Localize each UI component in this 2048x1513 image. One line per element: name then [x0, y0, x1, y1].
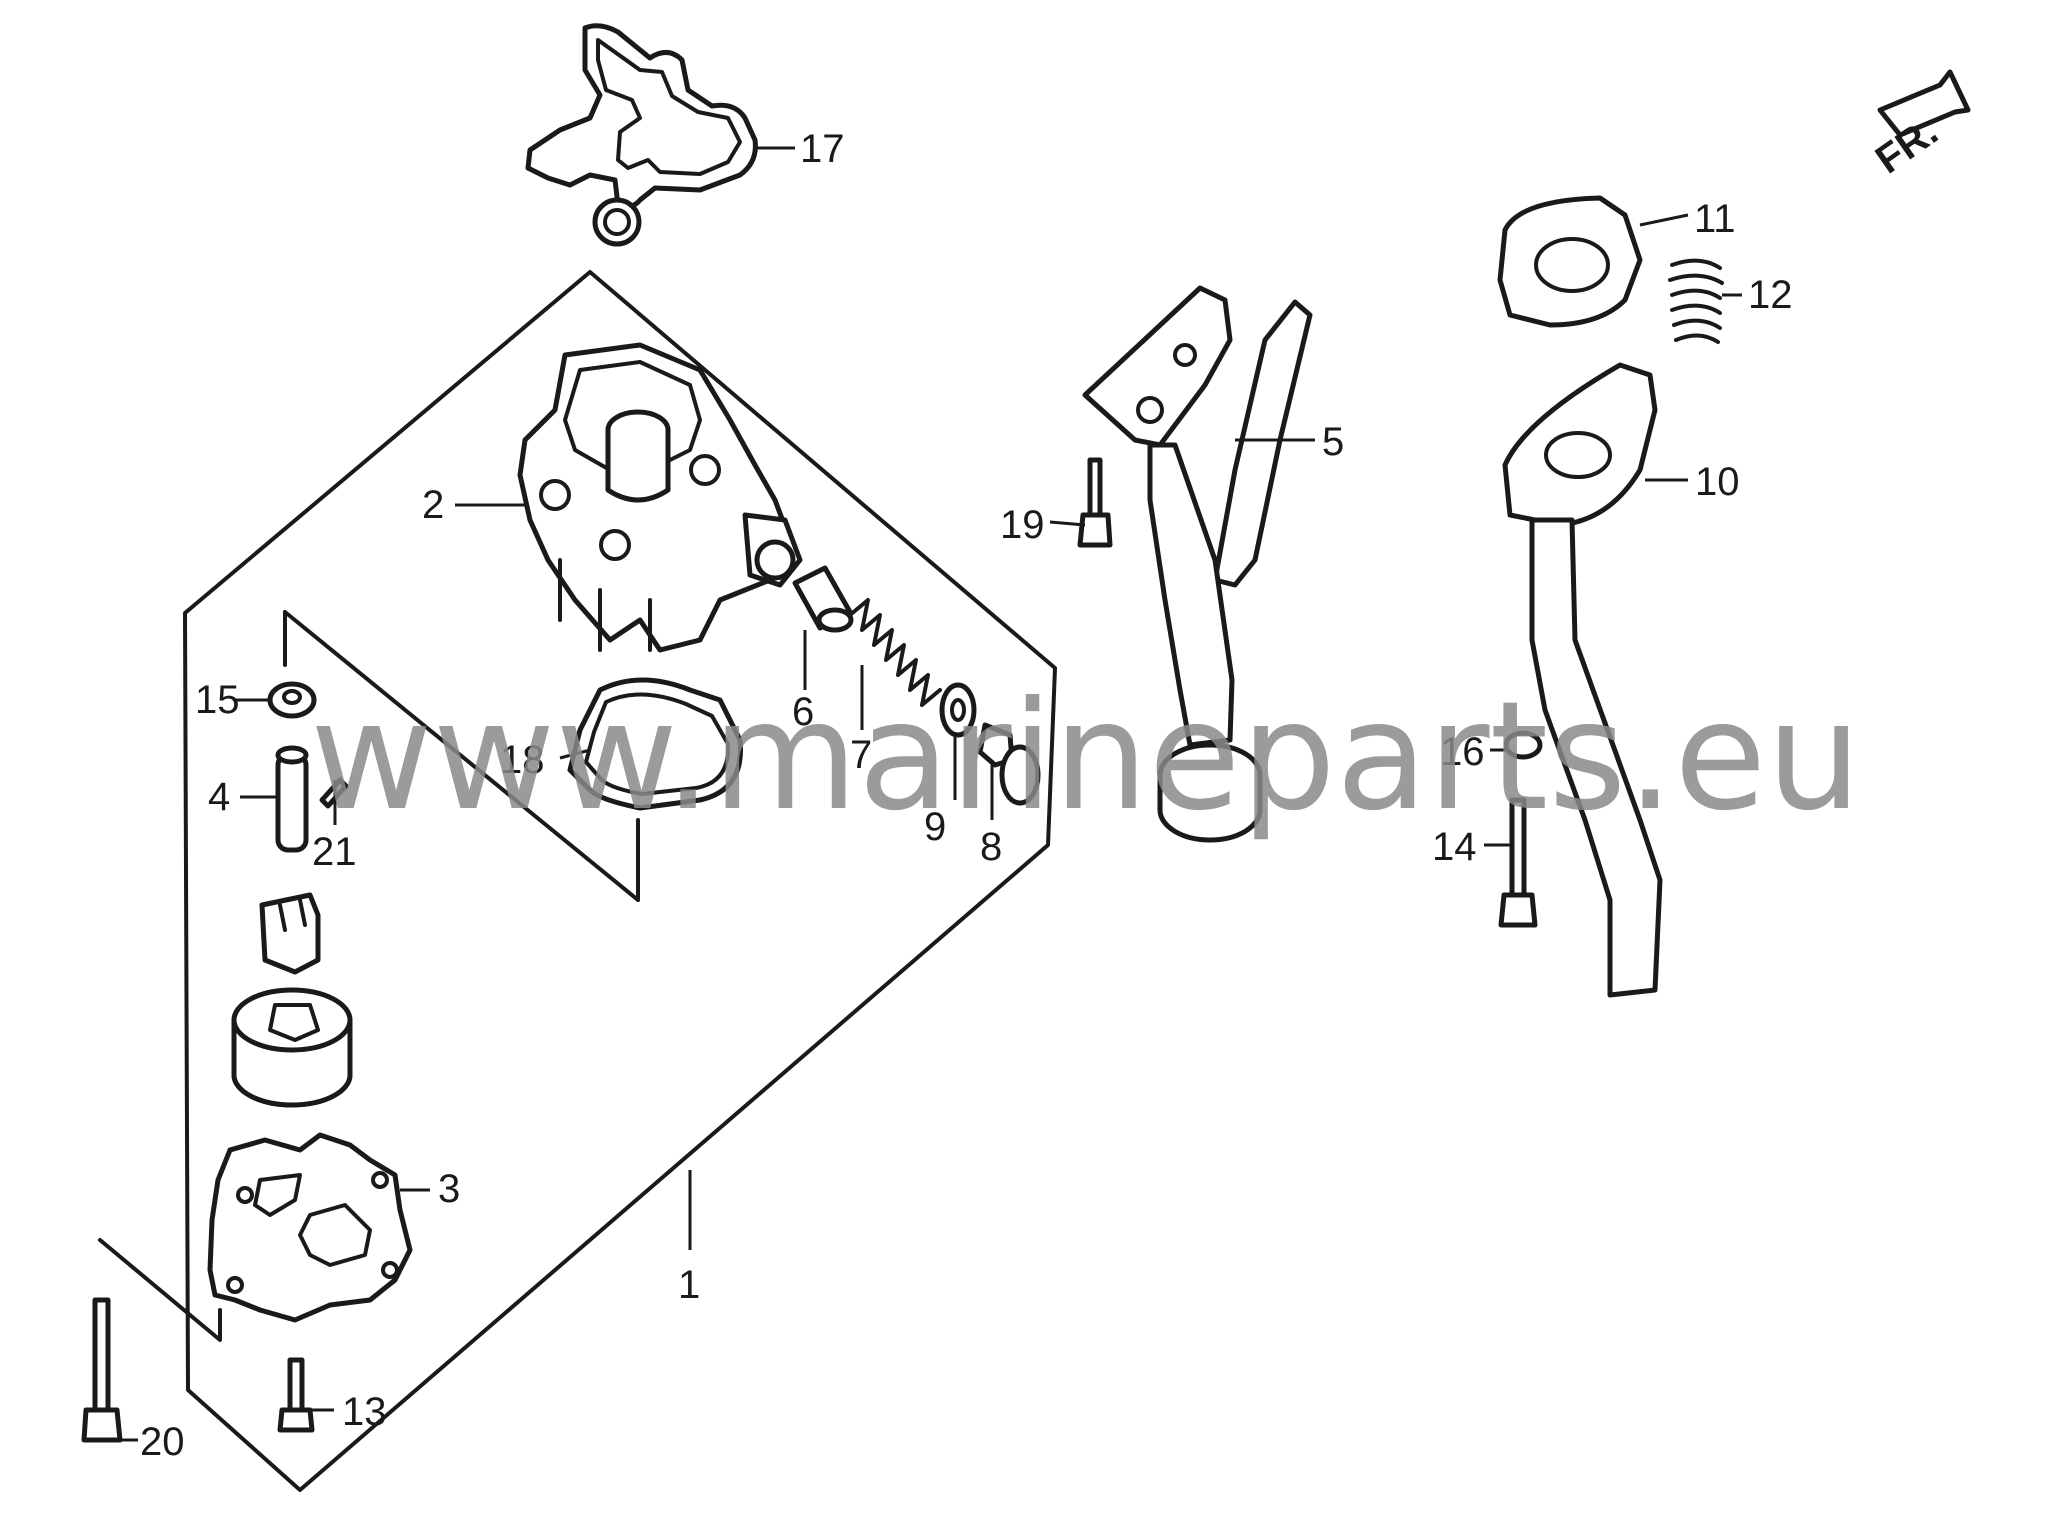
spring-part-7 — [848, 598, 942, 707]
outer-rotor — [231, 987, 353, 1108]
flange-gasket-part-11 — [1497, 195, 1643, 328]
callout-2: 2 — [422, 483, 444, 527]
nut-part-16 — [1503, 730, 1543, 760]
callout-9: 9 — [924, 805, 946, 849]
callout-12: 12 — [1748, 273, 1793, 317]
callout-10: 10 — [1695, 460, 1740, 504]
callout-1: 1 — [678, 1263, 700, 1307]
inner-rotor — [259, 892, 321, 975]
nut-part-15 — [267, 681, 317, 719]
callout-11: 11 — [1694, 197, 1736, 241]
bolt-part-13 — [277, 1357, 315, 1433]
leader-lines — [120, 146, 1742, 1442]
callout-13: 13 — [342, 1390, 387, 1434]
callout-20: 20 — [140, 1420, 185, 1464]
callout-7: 7 — [850, 733, 872, 777]
oil-pipe-part-10 — [1502, 362, 1663, 998]
callout-21: 21 — [312, 830, 357, 874]
callout-6: 6 — [792, 690, 814, 734]
callout-15: 15 — [195, 678, 240, 722]
callout-17: 17 — [800, 127, 845, 171]
pump-assembly-outline — [98, 270, 1057, 1492]
bolt-part-19 — [1077, 457, 1113, 548]
callout-5: 5 — [1322, 420, 1344, 464]
o-ring-part-18 — [567, 677, 743, 811]
bolt-part-14 — [1498, 797, 1538, 928]
pump-body-part-2 — [517, 342, 803, 653]
callout-3: 3 — [438, 1167, 460, 1211]
washer-part-9 — [939, 682, 977, 738]
gasket-part-17 — [525, 23, 758, 247]
callout-4: 4 — [208, 775, 230, 819]
callout-19: 19 — [1000, 503, 1045, 547]
shaft-part-4 — [275, 745, 309, 853]
callout-labels: 1 2 3 4 5 6 7 8 9 10 11 12 13 14 15 16 1… — [140, 127, 1793, 1464]
strainer-part-5 — [1082, 285, 1313, 843]
plug-bolt-part-8 — [977, 722, 1041, 806]
callout-16: 16 — [1440, 730, 1485, 774]
callout-18: 18 — [500, 738, 545, 782]
front-arrow-icon — [1877, 69, 1971, 138]
pump-cover-part-3 — [207, 1132, 413, 1323]
spring-part-12 — [1668, 258, 1724, 344]
bolt-part-20 — [81, 1297, 123, 1443]
sleeve-part-6 — [792, 565, 854, 633]
callout-14: 14 — [1432, 825, 1477, 869]
callout-8: 8 — [980, 825, 1002, 869]
watermark: www.marineparts.eu — [310, 670, 1862, 844]
front-direction-indicator: FR. — [1868, 69, 1971, 182]
